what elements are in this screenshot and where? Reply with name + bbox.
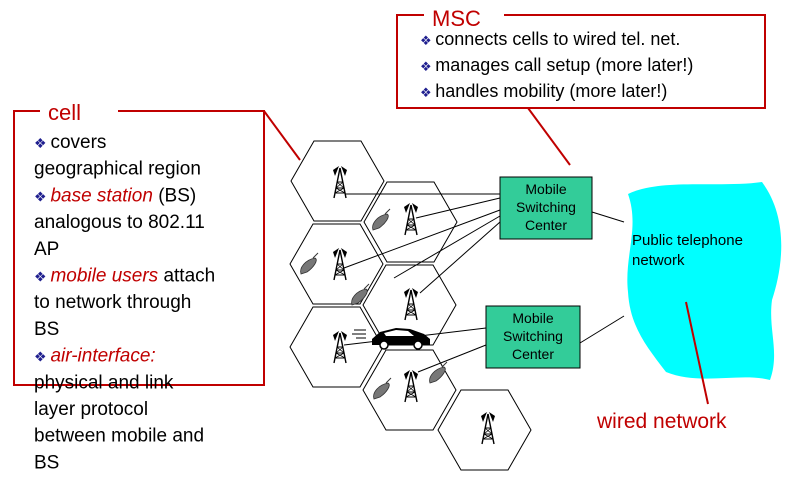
text-fragment: geographical region — [34, 159, 201, 180]
base-station-icon — [403, 369, 419, 403]
switching-center-label: Mobile — [525, 181, 566, 197]
term-highlight: base station — [50, 185, 152, 206]
msc-bullet-text: connects cells to wired tel. net. — [435, 29, 680, 49]
text-fragment: (BS) — [153, 185, 196, 206]
base-station-icon — [332, 330, 348, 364]
cell-title-mask — [40, 99, 118, 121]
cell-grid — [289, 140, 532, 471]
text-fragment: analogous to 802.11 — [34, 212, 205, 233]
text-fragment: between mobile and — [34, 426, 204, 447]
cell-title: cell — [48, 100, 81, 125]
hex-cell — [362, 349, 457, 431]
cell-callout: cell ❖ covers geographical region ❖ base s… — [13, 99, 301, 473]
switching-center-label: Center — [525, 217, 567, 233]
bullet-icon: ❖ — [420, 33, 435, 48]
base-station-icon — [332, 165, 348, 199]
mobile-phone-icon — [300, 252, 319, 275]
term-highlight: mobile users — [50, 266, 158, 287]
text-fragment: to network through — [34, 292, 191, 313]
switching-center-label: Switching — [516, 199, 576, 215]
base-station-icon — [480, 411, 496, 445]
public-telephone-network-cloud: Public telephone network — [627, 182, 782, 380]
mobile-phone-icon — [372, 208, 391, 231]
text-fragment: attach — [158, 266, 215, 287]
msc-bullet-text: handles mobility (more later!) — [435, 81, 667, 101]
text-fragment: covers — [50, 132, 106, 153]
wired-network-pointer — [685, 301, 709, 405]
base-station-icon — [332, 247, 348, 281]
msc-description: ❖ connects cells to wired tel. net.❖ man… — [420, 29, 693, 101]
switching-center-bottom: Mobile Switching Center — [485, 305, 581, 369]
base-station-icon — [403, 202, 419, 236]
switching-center-label: Center — [512, 346, 554, 362]
hex-cell — [289, 223, 384, 305]
bullet-icon: ❖ — [34, 349, 50, 365]
bullet-icon: ❖ — [34, 135, 50, 151]
hex-cell — [289, 306, 384, 388]
text-fragment: layer protocol — [34, 399, 148, 420]
hex-cell — [290, 140, 385, 222]
text-fragment: BS — [34, 452, 59, 473]
switching-center-label: Mobile — [512, 310, 553, 326]
bullet-icon: ❖ — [420, 85, 435, 100]
cloud-label: Public telephone — [632, 232, 743, 249]
bullet-icon: ❖ — [34, 269, 50, 285]
term-highlight: air-interface: — [50, 346, 155, 367]
cell-description: ❖ covers geographical region ❖ base statio… — [34, 132, 215, 473]
msc-callout: MSC ❖ connects cells to wired tel. net.❖… — [396, 3, 766, 166]
base-station-towers — [332, 165, 496, 445]
mobile-phone-icon — [373, 377, 392, 400]
hex-cell — [362, 264, 457, 346]
switching-center-label: Switching — [503, 328, 563, 344]
bullet-icon: ❖ — [34, 188, 50, 204]
msc-title: MSC — [432, 6, 481, 31]
text-fragment: physical and link — [34, 372, 174, 393]
wired-network-label: wired network — [596, 410, 727, 433]
text-fragment: BS — [34, 319, 59, 340]
car-icon — [352, 328, 430, 350]
cloud-label: network — [632, 252, 685, 269]
base-station-icon — [403, 287, 419, 321]
bullet-icon: ❖ — [420, 59, 435, 74]
mobile-phone-icon — [351, 283, 370, 306]
hex-cell — [363, 181, 458, 263]
text-fragment: AP — [34, 239, 59, 260]
switching-center-top: Mobile Switching Center — [499, 176, 593, 240]
msc-title-mask — [424, 3, 504, 27]
mobile-phone-icon — [429, 361, 448, 384]
hex-cell — [437, 389, 532, 471]
msc-bullet-text: manages call setup (more later!) — [435, 55, 693, 75]
